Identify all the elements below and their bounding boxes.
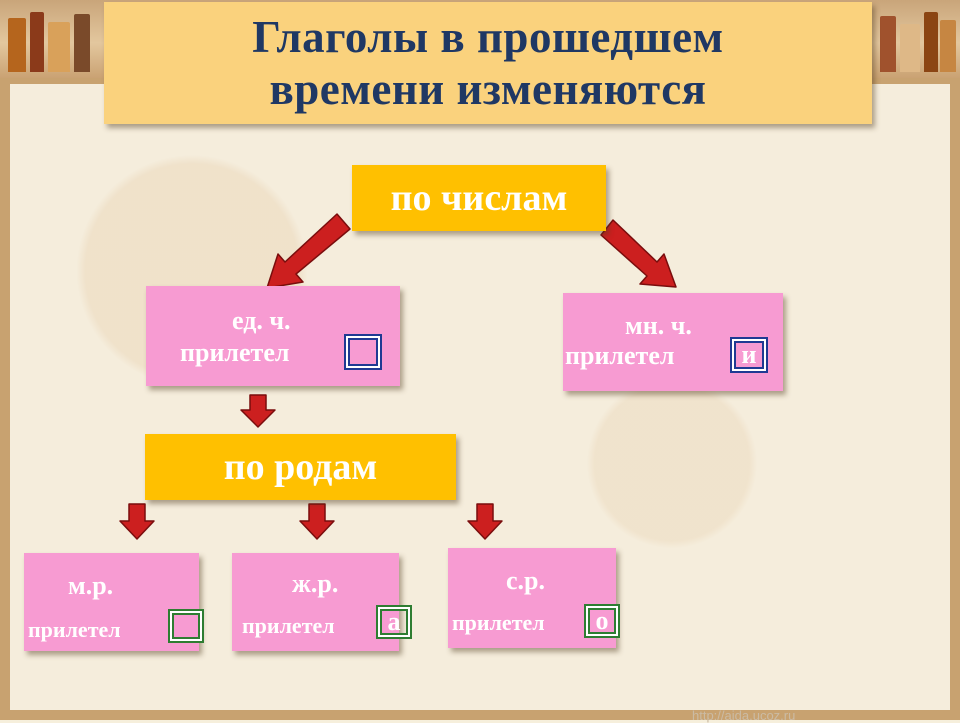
singular-ending-box bbox=[344, 334, 382, 370]
neuter-verb: прилетел bbox=[452, 610, 545, 635]
plural-ending-box: и bbox=[730, 337, 768, 373]
masculine-label: м.р. bbox=[68, 571, 114, 600]
by-gender-box: по родам bbox=[145, 434, 456, 500]
masculine-ending-box bbox=[168, 609, 204, 643]
arrow-to-neuter bbox=[467, 503, 503, 540]
plural-label: мн. ч. bbox=[625, 311, 692, 340]
singular-label: ед. ч. bbox=[232, 306, 291, 335]
frame-right bbox=[950, 84, 960, 720]
feminine-box: ж.р. прилетел а bbox=[232, 553, 412, 651]
neuter-ending: о bbox=[595, 606, 609, 635]
arrow-to-singular bbox=[266, 213, 351, 289]
slide-title: Глаголы в прошедшем времени изменяются bbox=[104, 2, 872, 124]
arrow-to-masculine bbox=[119, 503, 155, 540]
plural-verb: прилетел bbox=[565, 341, 675, 370]
by-gender-label: по родам bbox=[223, 446, 378, 488]
arrow-to-feminine bbox=[299, 503, 335, 540]
frame-left bbox=[0, 84, 10, 720]
feminine-ending-box: а bbox=[376, 605, 412, 639]
masculine-box: м.р. прилетел bbox=[24, 553, 204, 651]
by-number-box: по числам bbox=[352, 165, 606, 231]
feminine-verb: прилетел bbox=[242, 613, 335, 638]
arrow-to-plural bbox=[600, 219, 677, 288]
feminine-ending: а bbox=[387, 607, 401, 636]
neuter-ending-box: о bbox=[584, 604, 620, 638]
by-number-label: по числам bbox=[390, 177, 568, 219]
source-url: http://aida.ucoz.ru bbox=[692, 708, 796, 723]
frame-bottom bbox=[0, 710, 960, 720]
feminine-label: ж.р. bbox=[292, 569, 339, 598]
singular-box: ед. ч. прилетел bbox=[146, 286, 400, 386]
title-line-2: времени изменяются bbox=[269, 64, 707, 114]
plural-ending: и bbox=[741, 340, 757, 369]
neuter-label: с.р. bbox=[506, 566, 545, 595]
arrow-to-by-gender bbox=[240, 394, 276, 428]
title-line-1: Глаголы в прошедшем bbox=[252, 12, 724, 62]
singular-verb: прилетел bbox=[180, 338, 290, 367]
masculine-verb: прилетел bbox=[28, 617, 121, 642]
neuter-box: с.р. прилетел о bbox=[448, 548, 620, 648]
plural-box: мн. ч. прилетел и bbox=[563, 293, 783, 391]
